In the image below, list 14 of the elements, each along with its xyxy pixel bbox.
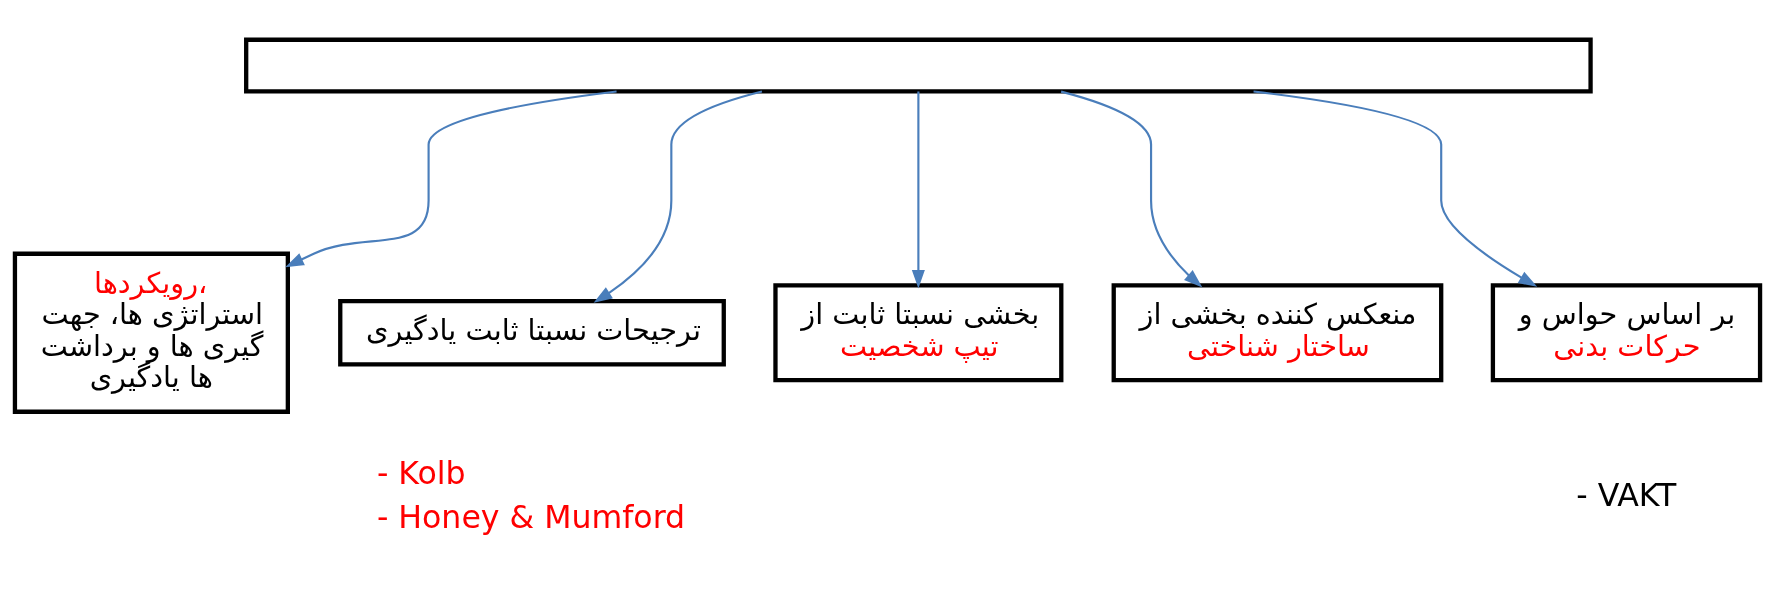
node-box: رویکردها، استراتژی ها، جهت گیری ها و برداشت ها یادگیری: [12, 251, 290, 414]
node-label: - VAKT: [1576, 476, 1677, 513]
node-box: بخشی نسبتا ثابت از تیپ شخصیت: [773, 282, 1064, 382]
arrow: [1253, 89, 1538, 287]
arrow: [1060, 90, 1203, 287]
node-box: منعکس کننده بخشی از ساختار شناختی: [1111, 282, 1444, 382]
arrow: [911, 91, 925, 289]
node-box: [244, 37, 1593, 94]
node-box: ترجیحات نسبتا ثابت یادگیری: [338, 298, 726, 366]
arrow: [593, 90, 763, 303]
node-label: - Kolb: [376, 454, 466, 491]
arrow: [285, 89, 617, 267]
node-label: - Honey & Mumford: [376, 498, 686, 535]
node-box: بر اساس حواس و حرکات بدنی: [1490, 282, 1763, 382]
